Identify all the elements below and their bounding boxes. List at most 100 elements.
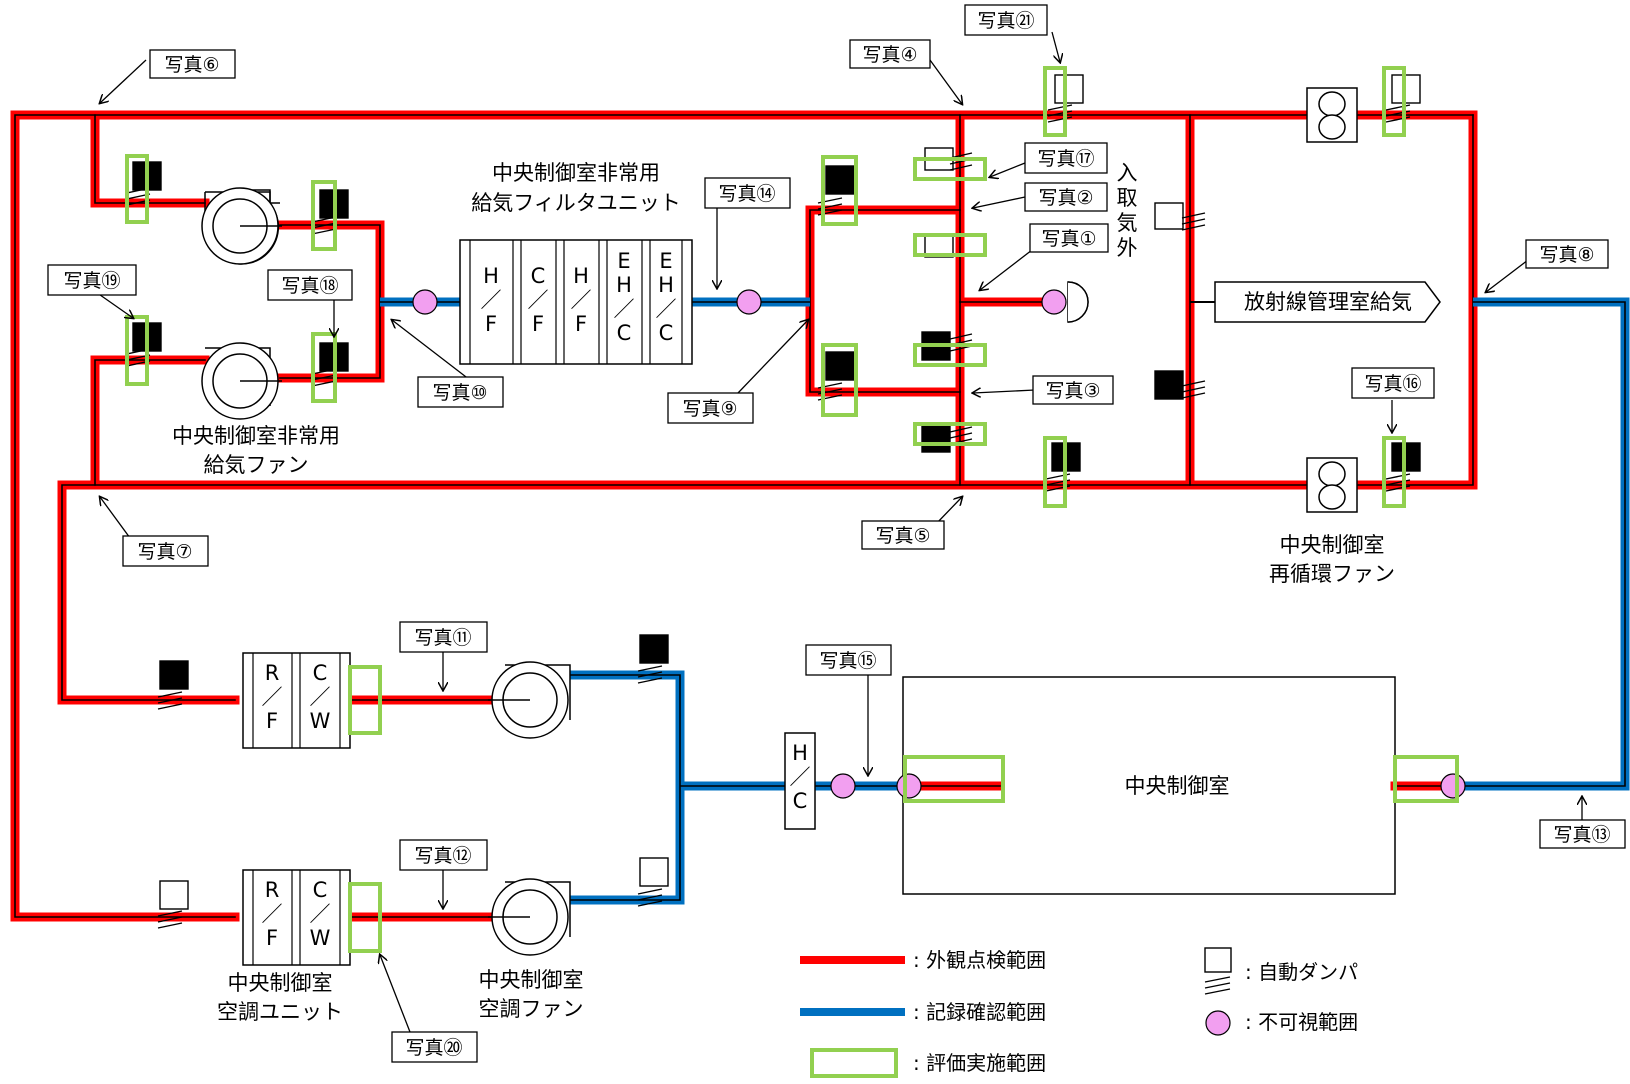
intake-char-1: 入 bbox=[1117, 161, 1138, 185]
ahu1-rf-bottom: F bbox=[266, 709, 278, 733]
hc-slash: ／ bbox=[790, 765, 811, 789]
callout-p5: 写真⑤ bbox=[861, 520, 945, 550]
outdoor-intake-hood-icon bbox=[1067, 281, 1089, 323]
callout-p16-text: 写真⑯ bbox=[1364, 373, 1421, 395]
ahu-label-2: 空調ユニット bbox=[217, 1000, 343, 1024]
callout-p2: 写真② bbox=[1024, 182, 1108, 212]
callout-p3: 写真③ bbox=[1032, 375, 1114, 405]
legend-invisible-text: : 不可視範囲 bbox=[1245, 1010, 1358, 1034]
ahu1-cw-top: C bbox=[313, 661, 328, 685]
callout-p15-text: 写真⑮ bbox=[819, 650, 876, 672]
eval-box bbox=[348, 882, 382, 953]
ahu2-cw-slash: ／ bbox=[310, 902, 331, 926]
callout-p7: 写真⑦ bbox=[122, 535, 209, 567]
eval-box bbox=[903, 755, 1005, 803]
control-room-label: 中央制御室 bbox=[1125, 774, 1230, 798]
callout-p11-text: 写真⑪ bbox=[414, 627, 471, 649]
invisible-marker bbox=[1041, 289, 1067, 315]
damper-open-icon bbox=[1204, 947, 1232, 995]
eval-box bbox=[1382, 66, 1406, 137]
eval-box bbox=[311, 332, 337, 403]
filter-hf1-slash: ／ bbox=[481, 288, 502, 312]
damper-open-icon bbox=[1047, 74, 1084, 123]
callout-p19: 写真⑲ bbox=[47, 264, 137, 296]
damper-filled-icon bbox=[157, 660, 189, 710]
callout-p13: 写真⑬ bbox=[1539, 819, 1626, 849]
radiation-supply-label: 放射線管理室給気 bbox=[1244, 290, 1412, 314]
callout-p19-text: 写真⑲ bbox=[63, 270, 120, 292]
callout-p3-text: 写真③ bbox=[1045, 380, 1100, 402]
legend-damper: : 自動ダンパ bbox=[1204, 947, 1358, 995]
invisible-marker bbox=[412, 289, 438, 315]
damper-filled-icon bbox=[637, 634, 669, 684]
recirc-fan-label-2: 再循環ファン bbox=[1269, 562, 1395, 586]
invisible-marker bbox=[1440, 773, 1466, 799]
ahu1-cw-bottom: W bbox=[310, 709, 331, 733]
filter-hf2-bottom: F bbox=[575, 312, 587, 336]
legend-green-box: : 評価実施範囲 bbox=[810, 1048, 1046, 1078]
callout-p17: 写真⑰ bbox=[1024, 142, 1108, 174]
callout-p9-text: 写真⑨ bbox=[682, 398, 737, 420]
callout-p14: 写真⑭ bbox=[704, 177, 791, 209]
ahu2-rf-bottom: F bbox=[266, 926, 278, 950]
emergency-filter-label-2: 給気フィルタユニット bbox=[471, 191, 681, 215]
ahu2-cw-bottom: W bbox=[310, 926, 331, 950]
recirc-fan-lower-icon bbox=[1306, 457, 1358, 513]
emergency-fan-label-1: 中央制御室非常用 bbox=[172, 424, 340, 448]
legend-blue-text: : 記録確認範囲 bbox=[913, 1000, 1046, 1024]
hc-top: H bbox=[792, 741, 808, 765]
callout-p6: 写真⑥ bbox=[149, 49, 236, 79]
eval-box bbox=[913, 343, 987, 367]
callout-p8-text: 写真⑧ bbox=[1539, 244, 1594, 266]
blue-duct-network bbox=[380, 297, 1630, 905]
filter-ehc1-top: E bbox=[617, 249, 630, 273]
callout-p4-text: 写真④ bbox=[862, 44, 917, 66]
callout-p2-text: 写真② bbox=[1038, 187, 1093, 209]
filter-cf-top: C bbox=[531, 264, 546, 288]
eval-box bbox=[1382, 436, 1406, 508]
callout-p14-text: 写真⑭ bbox=[718, 183, 775, 205]
damper-open-icon bbox=[637, 857, 669, 907]
filter-ehc2-top2: H bbox=[658, 273, 674, 297]
radiation-supply-box: 放射線管理室給気 bbox=[1214, 281, 1441, 323]
eval-box bbox=[913, 422, 987, 446]
invisible-marker bbox=[896, 773, 922, 799]
heating-coil-unit: H ／ C bbox=[784, 732, 816, 830]
filter-ehc2-bottom: C bbox=[659, 321, 674, 345]
callout-p1-text: 写真① bbox=[1041, 228, 1096, 250]
ahu2-rf-slash: ／ bbox=[262, 902, 283, 926]
eval-box bbox=[913, 157, 987, 181]
ahu1-rf-slash: ／ bbox=[262, 685, 283, 709]
ac-fan-label-1: 中央制御室 bbox=[479, 968, 584, 992]
emergency-fan-label-2: 給気ファン bbox=[204, 453, 309, 477]
evaluation-range-boxes bbox=[125, 66, 1459, 953]
callout-p11: 写真⑪ bbox=[399, 621, 488, 653]
callout-p12-text: 写真⑫ bbox=[414, 845, 471, 867]
callout-p6-text: 写真⑥ bbox=[164, 54, 219, 76]
eval-box bbox=[125, 154, 149, 224]
legend-red-line: : 外観点検範囲 bbox=[800, 948, 1046, 972]
callout-p8: 写真⑧ bbox=[1525, 239, 1609, 269]
damper-filled-icon bbox=[921, 423, 973, 453]
callout-p15: 写真⑮ bbox=[805, 644, 892, 676]
callout-p1: 写真① bbox=[1029, 223, 1109, 253]
photo-callouts: 写真① 写真② 写真③ 写真④ 写真⑤ 写真⑥ 写真⑦ 写真⑧ 写真⑨ 写真⑩ … bbox=[47, 4, 1626, 1063]
eval-box bbox=[913, 233, 987, 257]
eval-box bbox=[1043, 436, 1067, 508]
callout-p18: 写真⑱ bbox=[267, 269, 353, 301]
recirc-fan-label-1: 中央制御室 bbox=[1280, 533, 1385, 557]
callout-p21: 写真㉑ bbox=[964, 4, 1048, 36]
callout-p4: 写真④ bbox=[849, 39, 931, 69]
filter-ehc1-top2: H bbox=[616, 273, 632, 297]
emergency-filter-unit: H ／ F C ／ F H ／ F E H ／ C E H ／ C bbox=[459, 239, 693, 365]
filter-cf-bottom: F bbox=[532, 312, 544, 336]
filter-hf1-top: H bbox=[483, 264, 499, 288]
fan-ac-lower-icon bbox=[488, 878, 571, 956]
legend-red-text: : 外観点検範囲 bbox=[913, 948, 1046, 972]
eval-box bbox=[1043, 66, 1067, 137]
invisible-marker bbox=[830, 773, 856, 799]
intake-char-2: 取 bbox=[1117, 186, 1138, 210]
callout-p10: 写真⑩ bbox=[417, 376, 504, 408]
intake-vertical-label: 入 取 気 外 bbox=[1117, 161, 1138, 260]
legend-invisible-icon bbox=[1205, 1010, 1231, 1036]
